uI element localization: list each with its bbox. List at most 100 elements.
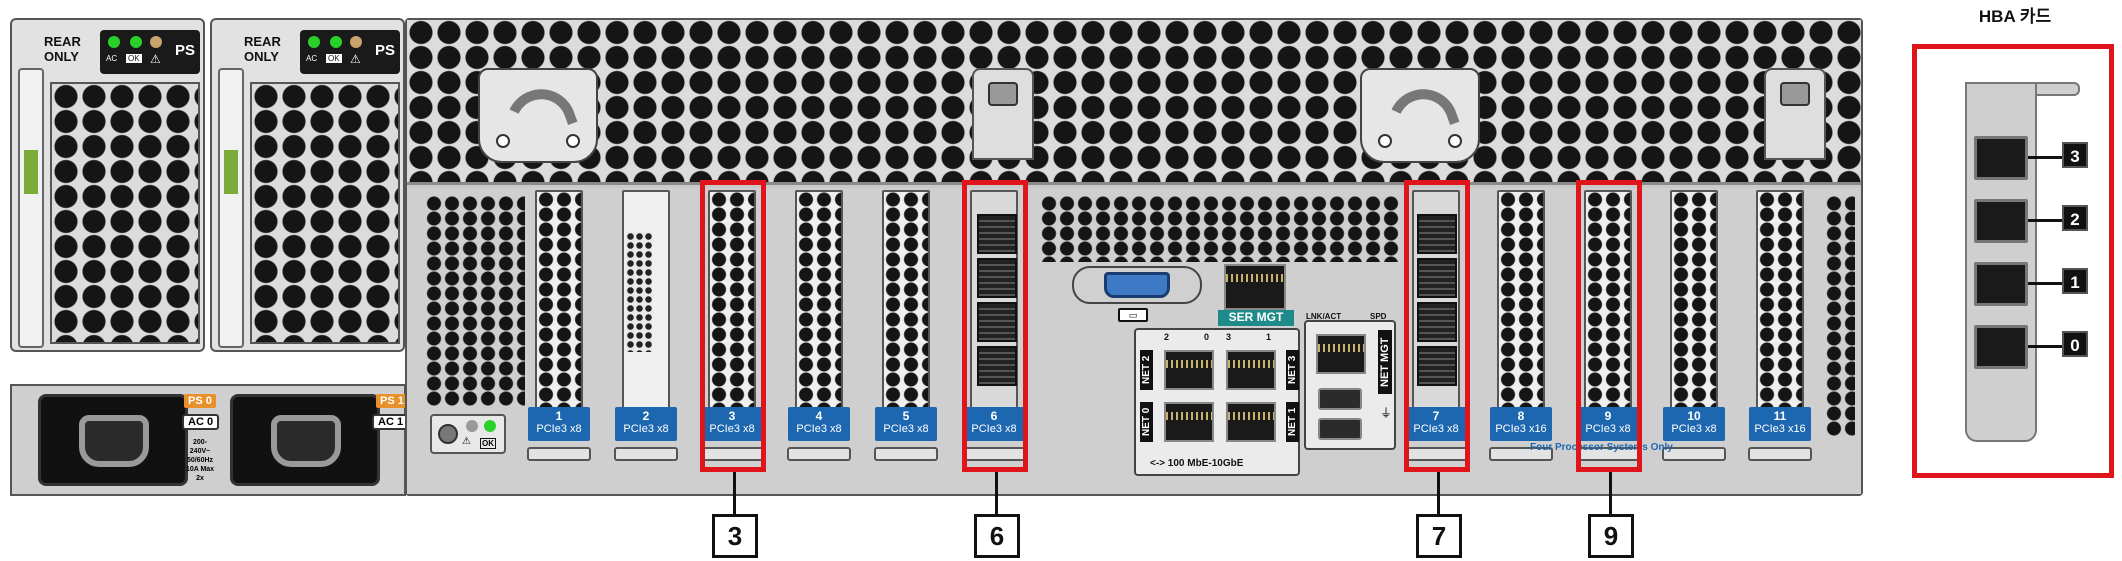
- service-warning-icon: ⚠: [462, 436, 471, 447]
- net-3-port[interactable]: [1226, 350, 1276, 390]
- slot-2-card-detail: [626, 232, 652, 352]
- slot-6-sfp-port-1[interactable]: [977, 214, 1017, 254]
- slot-type: PCIe3 x8: [1413, 423, 1459, 435]
- pcie-slot-latch-11[interactable]: [1748, 447, 1812, 461]
- psu-1-ac-led: [308, 36, 320, 48]
- pcie-slot-9[interactable]: [1584, 190, 1632, 418]
- hba-port-number-2: 2: [2062, 205, 2088, 231]
- vga-connector[interactable]: [1072, 266, 1202, 304]
- slot-7-sfp-port-2[interactable]: [1417, 258, 1457, 298]
- fan-handle-left[interactable]: [478, 68, 598, 163]
- leader-line-7: [1437, 472, 1440, 518]
- slot-type: PCIe3 x8: [883, 423, 929, 435]
- slot-number: 4: [815, 409, 823, 423]
- callout-7: 7: [1416, 514, 1462, 558]
- io-right-edge-vent: [1825, 196, 1855, 436]
- hba-port-number-3: 3: [2062, 142, 2088, 168]
- usb-port-1[interactable]: [1318, 388, 1362, 410]
- ac-0-tag: AC 0: [182, 414, 220, 430]
- slot-7-sfp-port-4[interactable]: [1417, 346, 1457, 386]
- slot-6-sfp-port-2[interactable]: [977, 258, 1017, 298]
- slot-6-sfp-port-3[interactable]: [977, 302, 1017, 342]
- pcie-slot-3[interactable]: [708, 190, 756, 418]
- locator-button[interactable]: [438, 424, 458, 444]
- pcie-slot-10[interactable]: [1670, 190, 1718, 418]
- four-processor-note: Four Processor Systems Only: [1530, 442, 1673, 453]
- net-2-port[interactable]: [1164, 350, 1214, 390]
- net-1-port[interactable]: [1226, 402, 1276, 442]
- pcie-slot-11[interactable]: [1756, 190, 1804, 418]
- callout-9: 9: [1588, 514, 1634, 558]
- slot-number: 9: [1604, 409, 1612, 423]
- pcie-slot-1[interactable]: [535, 190, 583, 418]
- system-status-panel: ⚠ OK: [430, 414, 506, 454]
- pcie-slot-latch-4[interactable]: [787, 447, 851, 461]
- io-center-vent: [1040, 196, 1400, 262]
- pcie-slot-4[interactable]: [795, 190, 843, 418]
- fan-module-vent: [407, 20, 1861, 185]
- psu-1-led-panel: AC OK ⚠: [300, 30, 400, 74]
- slot-type: PCIe3 x8: [971, 423, 1017, 435]
- fan-latch-left[interactable]: [972, 68, 1034, 160]
- leader-line-3: [733, 472, 736, 518]
- psu-1-ok-led: [330, 36, 342, 48]
- io-left-vent: [425, 196, 525, 406]
- psu-1-tag: PS 1: [376, 394, 408, 408]
- hba-port-leader-0: [2028, 345, 2064, 348]
- spd-label: SPD: [1370, 312, 1387, 321]
- hba-port-1[interactable]: [1974, 262, 2028, 306]
- pcie-slot-latch-5[interactable]: [874, 447, 938, 461]
- leader-line-9: [1609, 472, 1612, 518]
- ser-mgt-port[interactable]: [1224, 264, 1286, 310]
- psu-1-vent: [250, 82, 400, 344]
- pcie-slot-latch-10[interactable]: [1662, 447, 1726, 461]
- pcie-slot-8[interactable]: [1497, 190, 1545, 418]
- net-3-label: NET 3: [1286, 350, 1299, 390]
- leader-line-6: [995, 472, 998, 518]
- ser-mgt-label: SER MGT: [1218, 310, 1294, 326]
- psu-0-fault-led: [150, 36, 162, 48]
- hba-port-2[interactable]: [1974, 199, 2028, 243]
- fan-handle-right[interactable]: [1360, 68, 1480, 163]
- slot-7-sfp-port-3[interactable]: [1417, 302, 1457, 342]
- highlight-slot-3: [700, 180, 766, 472]
- highlight-slot-6: [962, 180, 1028, 472]
- usb-port-2[interactable]: [1318, 418, 1362, 440]
- net-port-mark-0: 0: [1204, 332, 1210, 342]
- net-0-port[interactable]: [1164, 402, 1214, 442]
- pcie-slot-latch-2[interactable]: [614, 447, 678, 461]
- slot-type: PCIe3 x16: [1754, 423, 1806, 435]
- ac-inlet-1[interactable]: [230, 394, 380, 486]
- slot-7-sfp-port-1[interactable]: [1417, 214, 1457, 254]
- slot-type: PCIe3 x8: [623, 423, 669, 435]
- usb-icon: ⏚: [1380, 406, 1393, 420]
- slot-6-sfp-port-4[interactable]: [977, 346, 1017, 386]
- psu-0-warning-icon: ⚠: [150, 52, 161, 66]
- psu-0-ac-led: [108, 36, 120, 48]
- net-mgt-port[interactable]: [1316, 334, 1366, 374]
- fan-latch-right[interactable]: [1764, 68, 1826, 160]
- psu-1-fault-led: [350, 36, 362, 48]
- callout-3: 3: [712, 514, 758, 558]
- pcie-slot-latch-1[interactable]: [527, 447, 591, 461]
- highlight-slot-7: [1404, 180, 1470, 472]
- psu-0-vent: [50, 82, 200, 344]
- ac-inlet-0[interactable]: [38, 394, 188, 486]
- pcie-slot-5[interactable]: [882, 190, 930, 418]
- psu-1-lever[interactable]: [218, 68, 244, 348]
- hba-port-leader-1: [2028, 282, 2064, 285]
- hba-port-3[interactable]: [1974, 136, 2028, 180]
- psu-0-lever[interactable]: [18, 68, 44, 348]
- lnk-act-label: LNK/ACT: [1306, 312, 1342, 321]
- hba-port-0[interactable]: [1974, 325, 2028, 369]
- pcie-slot-latch-8[interactable]: [1489, 447, 1553, 461]
